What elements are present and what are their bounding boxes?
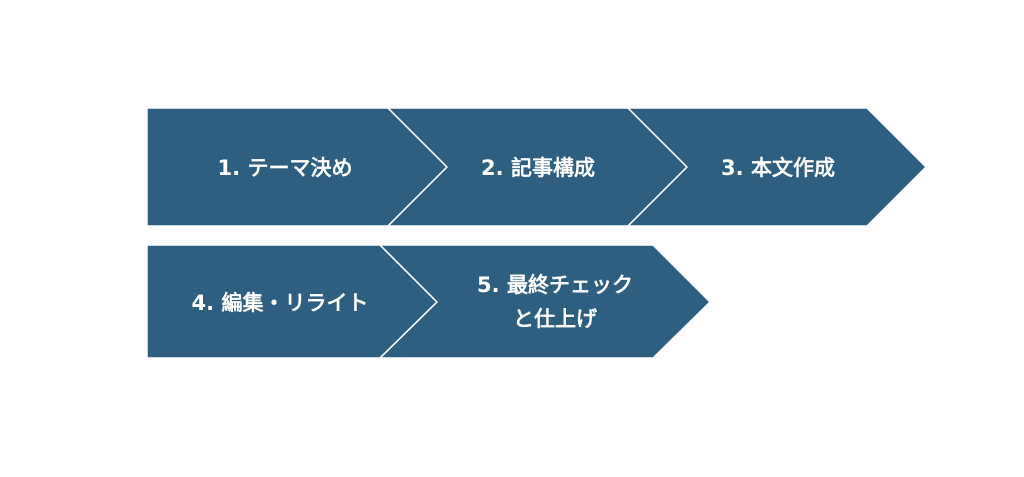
step-3-label: 3. 本文作成 [721,156,835,180]
step-5-chevron [378,244,712,359]
flow-row-2: 4. 編集・リライト 5. 最終チェック と仕上げ [146,244,712,359]
flow-row-1: 1. テーマ決め 2. 記事構成 3. 本文作成 [146,107,928,227]
step-5-label-line-1: 5. 最終チェック [477,273,633,297]
step-3-chevron [626,107,928,227]
step-1-label: 1. テーマ決め [218,156,353,180]
step-4-label: 4. 編集・リライト [192,291,369,315]
step-2-label: 2. 記事構成 [481,156,595,180]
step-5-label-line-2: と仕上げ [513,307,598,331]
